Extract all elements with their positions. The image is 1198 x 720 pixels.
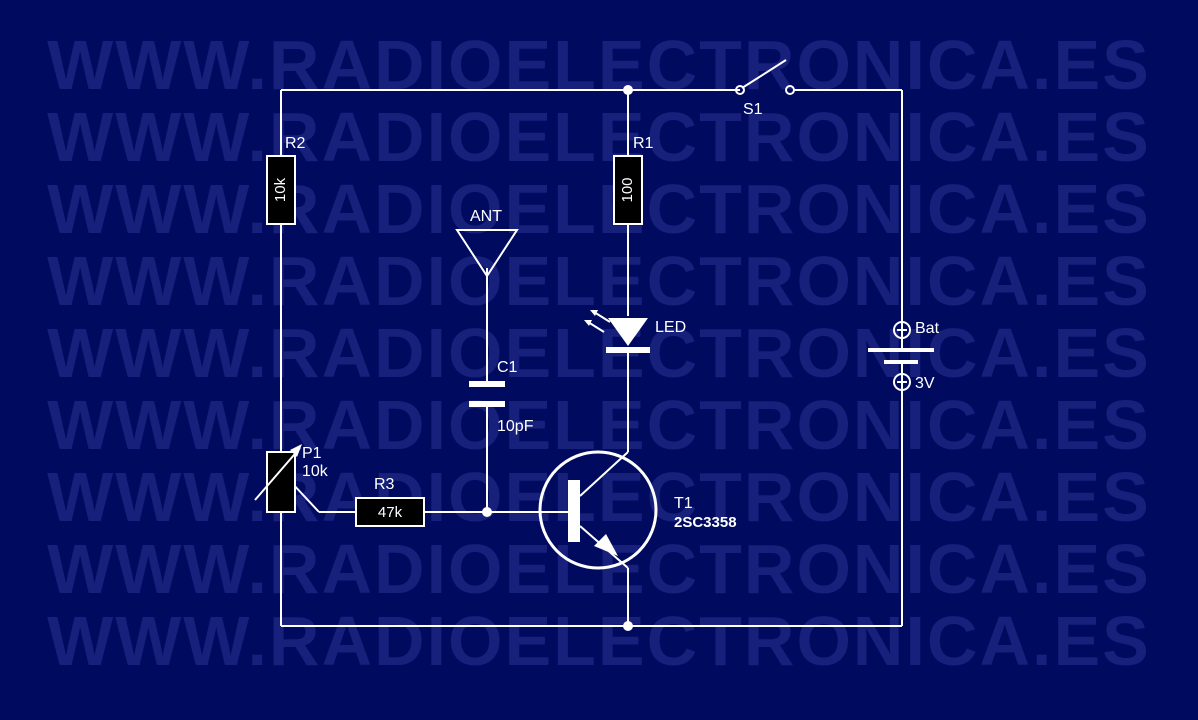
s1-contact <box>785 85 795 95</box>
r1-body <box>613 155 643 225</box>
resistor-r3: 47k R3 <box>355 476 425 527</box>
battery-bat: Bat 3V <box>868 320 940 392</box>
ant-ref: ANT <box>470 208 502 225</box>
junction-dot <box>482 507 492 517</box>
c1-ref: C1 <box>497 359 518 376</box>
junction-dot <box>623 85 633 95</box>
t1-base-bar <box>568 480 580 542</box>
watermark-line: WWW.RADIOELECTRONICA.ES <box>47 458 1151 536</box>
r1-value: 100 <box>619 177 636 202</box>
watermark-line: WWW.RADIOELECTRONICA.ES <box>47 98 1151 176</box>
junctions <box>482 85 633 631</box>
t1-value: 2SC3358 <box>674 514 737 531</box>
r3-value: 47k <box>378 504 403 521</box>
minus-icon <box>893 373 911 391</box>
antenna-ant: ANT <box>455 208 519 278</box>
potentiometer-p1: P1 10k <box>254 444 329 513</box>
transistor-t1: T1 2SC3358 <box>538 450 737 570</box>
bat-plate-short <box>884 360 918 364</box>
r2-ref: R2 <box>285 135 306 152</box>
bat-plate-long <box>868 348 934 352</box>
wires <box>280 89 903 627</box>
s1-lever <box>741 59 787 89</box>
t1-ref: T1 <box>674 495 693 512</box>
watermark-line: WWW.RADIOELECTRONICA.ES <box>47 26 1151 104</box>
watermark-line: WWW.RADIOELECTRONICA.ES <box>47 602 1151 680</box>
s1-ref: S1 <box>743 101 763 118</box>
bat-ref: Bat <box>915 320 940 337</box>
watermark-line: WWW.RADIOELECTRONICA.ES <box>47 314 1151 392</box>
led-ref: LED <box>655 319 686 336</box>
r2-body <box>266 155 296 225</box>
watermark-line: WWW.RADIOELECTRONICA.ES <box>47 170 1151 248</box>
r2-value: 10k <box>272 177 289 202</box>
led-light-arrows-icon <box>587 311 611 333</box>
p1-adjust-arrow <box>254 447 301 501</box>
p1-arrow-head-icon <box>290 444 302 457</box>
s1-contact <box>735 85 745 95</box>
capacitor-c1: C1 10pF <box>469 359 534 435</box>
resistor-r1: 100 R1 <box>613 135 654 225</box>
t1-collector-lead <box>579 451 629 497</box>
watermark-line: WWW.RADIOELECTRONICA.ES <box>47 242 1151 320</box>
c1-plate-bottom <box>469 401 505 407</box>
led: LED <box>584 310 686 353</box>
r3-body <box>355 497 425 527</box>
r1-ref: R1 <box>633 135 654 152</box>
c1-value: 10pF <box>497 418 534 435</box>
p1-body <box>266 451 296 513</box>
p1-ref: P1 <box>302 445 322 462</box>
resistor-r2: 10k R2 <box>266 135 306 225</box>
antenna-icon <box>455 229 519 278</box>
led-triangle-icon <box>608 318 648 346</box>
t1-body <box>538 450 658 570</box>
led-arrow-head-icon <box>584 320 592 326</box>
c1-plate-top <box>469 381 505 387</box>
switch-s1: S1 <box>735 59 795 118</box>
plus-icon <box>893 321 911 339</box>
led-arrow-head-icon <box>590 310 598 316</box>
t1-emitter-arrow-icon <box>594 534 618 556</box>
bat-value: 3V <box>915 375 935 392</box>
led-bar <box>606 347 650 353</box>
r3-ref: R3 <box>374 476 395 493</box>
p1-value: 10k <box>302 463 329 480</box>
watermark-line: WWW.RADIOELECTRONICA.ES <box>47 386 1151 464</box>
junction-dot <box>623 621 633 631</box>
